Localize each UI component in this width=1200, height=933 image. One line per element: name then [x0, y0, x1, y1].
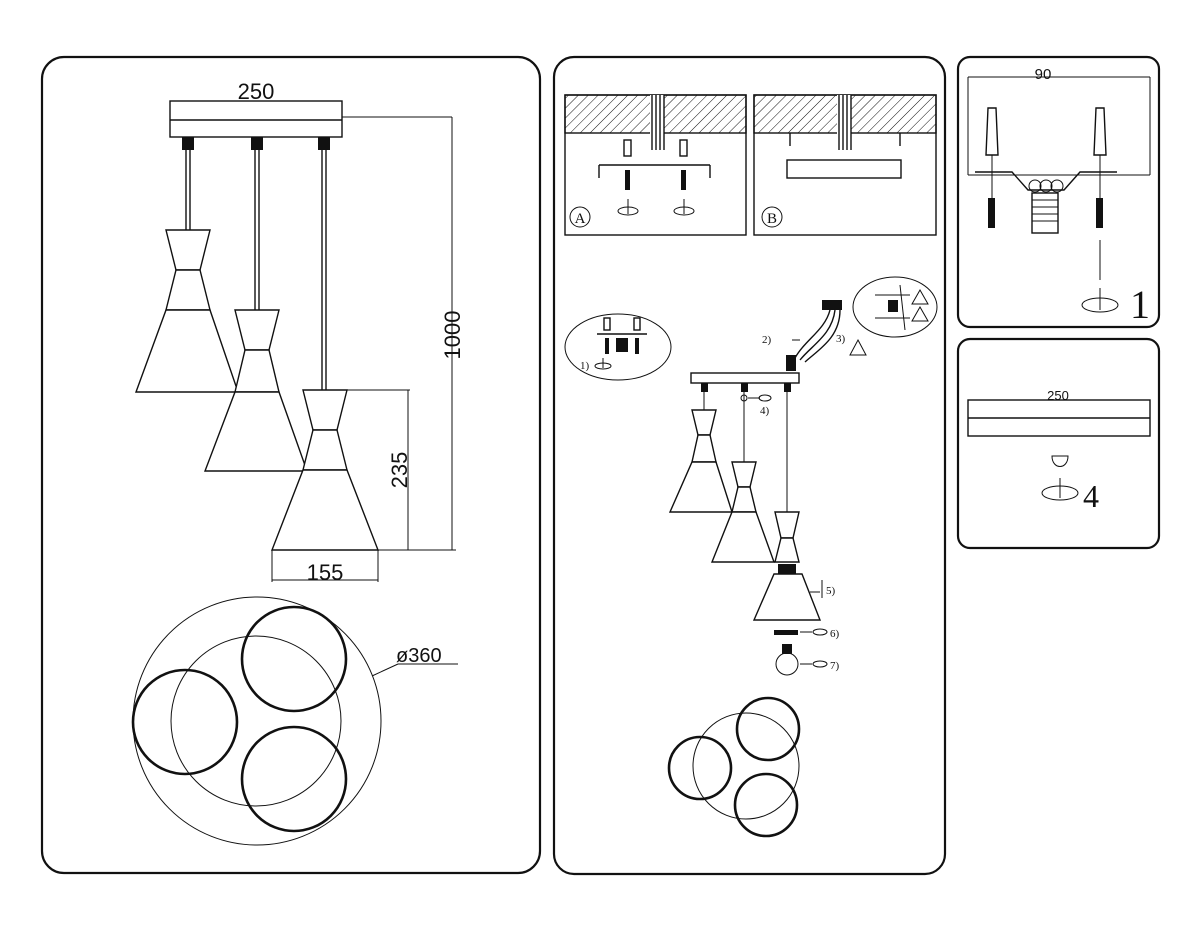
- step-1-bubble: [564, 313, 672, 381]
- dim-canopy-plate-width: 250: [1047, 388, 1069, 403]
- dimension-lines: [271, 116, 456, 582]
- suspension-cords: [185, 150, 327, 390]
- assembly-canopy: [690, 372, 800, 512]
- label-b: B: [767, 211, 777, 227]
- mounting-bracket-panel: [956, 55, 1161, 329]
- dim-bracket-width: 90: [1035, 66, 1052, 83]
- wire-connection: [786, 300, 867, 371]
- exploded-shade: [752, 564, 828, 676]
- step-number-1: 1: [1130, 282, 1150, 327]
- step-7-label: 7): [830, 660, 840, 672]
- ceiling-mount-box-a: [564, 94, 747, 236]
- canopy-side-view: [169, 100, 343, 138]
- assembly-top-view: [667, 696, 801, 838]
- top-view-circles: [131, 596, 458, 846]
- assembly-shade-1: [668, 409, 733, 513]
- label-a: A: [575, 211, 586, 227]
- dim-shade-width: 155: [307, 560, 344, 585]
- installation-steps-panel: A B 1): [552, 55, 947, 876]
- step-2-label: 2): [762, 334, 772, 346]
- pendant-shade-2: [203, 309, 308, 472]
- step-4-label: 4): [760, 405, 770, 417]
- step-3-label: 3): [836, 333, 846, 345]
- dim-diameter: ø360: [396, 645, 442, 667]
- canopy-mount-panel: [956, 337, 1161, 550]
- dimensions-panel: 250: [40, 55, 542, 875]
- dim-canopy-width: 250: [238, 79, 275, 104]
- dim-shade-height: 235: [387, 452, 412, 489]
- cord-connectors: [182, 137, 330, 150]
- assembly-shade-2: [710, 461, 775, 563]
- dim-total-height: 1000: [440, 311, 465, 360]
- pendant-shade-1: [134, 229, 239, 393]
- pendant-shade-3: [270, 389, 380, 551]
- step-6-label: 6): [830, 628, 840, 640]
- assembly-shade-3: [774, 511, 800, 563]
- step-1-label: 1): [580, 360, 590, 372]
- step-number-4: 4: [1083, 478, 1099, 514]
- ceiling-mount-box-b: [753, 94, 937, 236]
- wiring-detail-bubble: [852, 276, 938, 338]
- step-5-label: 5): [826, 585, 836, 597]
